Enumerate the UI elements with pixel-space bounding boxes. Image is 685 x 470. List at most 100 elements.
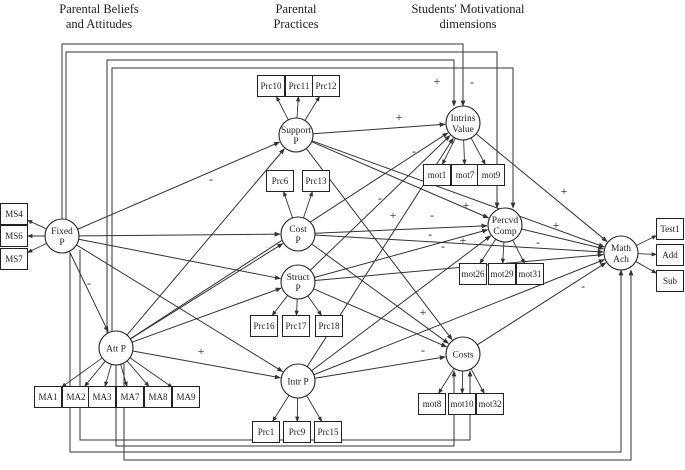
indicator-mot26: mot26	[459, 263, 487, 285]
indicator-label: Prc13	[306, 176, 327, 186]
indicator-prc11: Prc11	[285, 75, 313, 97]
indicator-label: Prc10	[261, 81, 282, 91]
indicator-box	[144, 386, 172, 408]
construct-circle	[280, 216, 316, 252]
path-support-to-costs	[305, 148, 453, 341]
path-sign-cost-math: -	[536, 235, 540, 249]
path-sign-plus-c: +	[460, 233, 467, 247]
path-support-to-math	[311, 140, 605, 248]
loading-fixed-ms4	[27, 219, 47, 230]
indicator-box	[252, 421, 280, 443]
indicator-box	[476, 393, 504, 415]
indicator-label: MA7	[120, 392, 140, 402]
path-sign-percvd-math: +	[553, 218, 560, 232]
indicator-label: Sub	[663, 276, 678, 286]
construct-label: Ach	[613, 255, 629, 265]
indicator-box	[88, 386, 116, 408]
path-struct-to-intrins	[309, 135, 451, 271]
indicator-ma9: MA9	[172, 386, 200, 408]
indicator-box	[250, 315, 278, 337]
indicator-box	[516, 263, 544, 285]
construct-costs: Costs	[445, 336, 481, 372]
loading-intrins-mot1	[441, 138, 456, 165]
construct-intr: Intr P	[280, 363, 316, 399]
loading-att-ma3	[104, 364, 112, 388]
loading-cost-prc6	[283, 190, 293, 219]
loading-struct-prc16	[271, 295, 288, 316]
path-fixed-to-att	[68, 251, 109, 333]
indicator-label: mot29	[490, 269, 514, 279]
loading-struct-prc18	[307, 295, 322, 316]
indicator-box	[459, 263, 487, 285]
construct-label: Percvd	[492, 216, 519, 226]
indicator-box	[423, 164, 451, 186]
indicator-label: MA9	[176, 392, 196, 402]
path-sign-support-intrins: +	[396, 110, 403, 124]
path-support-to-intrins	[312, 122, 446, 135]
construct-circle	[98, 330, 134, 366]
construct-label: P	[293, 137, 298, 147]
indicator-box	[488, 263, 516, 285]
indicator-label: MA1	[38, 392, 57, 402]
indicator-mot9: mot9	[477, 164, 505, 186]
construct-label: P	[59, 238, 64, 248]
indicator-label: MS6	[5, 231, 23, 241]
construct-label: Math	[611, 244, 631, 254]
indicator-box	[0, 225, 28, 247]
indicator-label: Test1	[660, 224, 679, 234]
path-cost-to-math	[314, 234, 604, 255]
loading-intrins-mot9	[470, 137, 486, 165]
column-header-motivation: Students' Motivational	[411, 2, 525, 16]
indicator-prc6: Prc6	[266, 170, 294, 192]
construct-label: Att P	[106, 345, 126, 355]
indicator-label: Prc15	[318, 427, 339, 437]
loop-fixed-to-math	[69, 253, 624, 453]
indicator-test1: Test1	[656, 218, 684, 240]
indicator-label: mot26	[461, 269, 485, 279]
path-sign-struct-costs: +	[420, 305, 427, 319]
indicator-mot10: mot10	[448, 393, 476, 415]
indicator-label: mot1	[428, 170, 447, 180]
construct-circle	[445, 336, 481, 372]
path-sign-intr-costs: -	[421, 343, 425, 357]
loop-fixed-to-percvd	[65, 51, 500, 219]
path-sign-intr-percvd: -	[441, 239, 445, 253]
indicator-label: MA8	[148, 392, 168, 402]
column-header-practices: Parental	[276, 2, 317, 16]
path-sign-att-intr: +	[198, 344, 205, 358]
loading-struct-prc17	[294, 298, 299, 317]
loading-percvd-mot31	[512, 239, 526, 264]
construct-label: Intrins	[451, 114, 476, 124]
column-header-practices: Practices	[273, 17, 318, 31]
indicator-ms7: MS7	[0, 248, 28, 270]
indicator-ms4: MS4	[0, 203, 28, 225]
loop-fixed-to-costs	[79, 250, 473, 441]
indicator-prc10: Prc10	[257, 75, 285, 97]
indicator-box	[314, 421, 342, 443]
indicator-label: Prc11	[289, 81, 310, 91]
indicator-prc12: Prc12	[312, 75, 340, 97]
indicator-box	[116, 386, 144, 408]
indicator-prc1: Prc1	[252, 421, 280, 443]
path-intr-to-math	[313, 259, 605, 376]
indicator-mot31: mot31	[516, 263, 544, 285]
construct-label: Costs	[452, 351, 473, 361]
path-sign-support-percvd: -	[412, 144, 416, 158]
loading-intr-prc15	[306, 395, 323, 422]
construct-att: Att P	[98, 330, 134, 366]
path-intrins-to-math	[475, 133, 608, 242]
column-header-motivation: dimensions	[440, 17, 497, 31]
indicator-mot8: mot8	[418, 393, 446, 415]
loading-intrins-mot7	[462, 139, 467, 166]
indicator-mot29: mot29	[488, 263, 516, 285]
indicator-box	[418, 393, 446, 415]
loading-math-test1	[636, 235, 657, 246]
indicator-box	[283, 421, 311, 443]
indicator-box	[0, 248, 28, 270]
construct-circle	[280, 264, 316, 300]
path-fixed-to-cost	[78, 231, 281, 237]
indicator-prc9: Prc9	[283, 421, 311, 443]
